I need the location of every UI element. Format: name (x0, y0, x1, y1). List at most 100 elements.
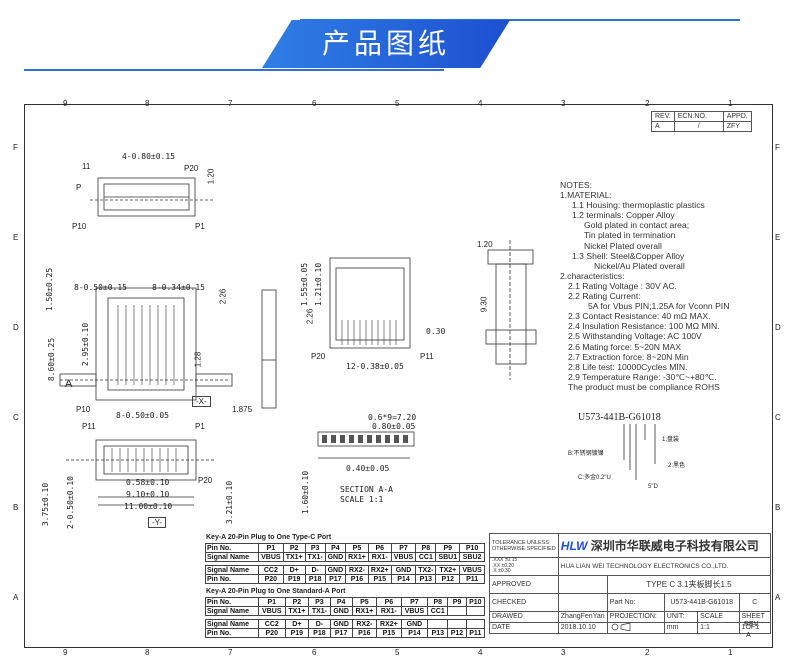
cell: P11 (459, 574, 485, 584)
note-line: 2.3 Contact Resistance: 40 mΩ MAX. (568, 311, 711, 322)
zone-label: 5 (395, 648, 400, 657)
cell: SBU1 (435, 552, 461, 562)
date-label: DATE (489, 621, 559, 634)
cell: GND (390, 565, 417, 575)
cell: P20 (258, 628, 286, 638)
note-line: 5A for Vbus PIN;1.25A for Vconn PIN (588, 301, 730, 312)
cell: P4 (329, 597, 353, 607)
cell: P7 (390, 543, 417, 553)
scale-label: SCALE (697, 610, 740, 623)
unit-label: UNIT: (663, 610, 699, 623)
cell: P2 (284, 597, 310, 607)
approved-label: APPROVED (489, 574, 559, 594)
note-line: 2.5 Withstanding Voltage: AC 100V (568, 331, 702, 342)
dim-label: 0.6*9=7.20 (368, 413, 417, 422)
cell: SBU2 (459, 552, 485, 562)
cell: P2 (282, 543, 306, 553)
note-line: 1.1 Housing: thermoplastic plastics (572, 200, 705, 211)
dim-label: 1.20 (477, 240, 493, 249)
cell: CC2 (258, 619, 286, 629)
cell: RX1+ (345, 552, 369, 562)
zone-label: 2 (645, 648, 650, 657)
cell: VBUS (258, 606, 286, 616)
middle-view-outline (329, 257, 411, 349)
dim-label: 8-0.34±0.15 (152, 283, 205, 292)
cell: TX2+ (435, 565, 461, 575)
drawing-frame (24, 104, 773, 648)
cell: P19 (284, 628, 310, 638)
cell: RX2+ (367, 565, 392, 575)
cell: P18 (308, 628, 331, 638)
part-rev: C (738, 592, 772, 612)
zone-label: 2 (645, 99, 650, 108)
datum-y: -Y- (148, 517, 166, 528)
dim-label: 2.95±0.10 (81, 322, 91, 367)
note-line: 2.7 Extraction force: 8~20N Min (568, 351, 689, 362)
dim-label: 2.26 (218, 288, 228, 305)
zone-label: F (775, 143, 780, 152)
note-line: 1.3 Shell: Steel&Copper Alloy (572, 250, 685, 261)
dim-label: P20 (198, 476, 213, 485)
company-cell: HLW 深圳市华联威电子科技有限公司 (557, 533, 772, 558)
zone-label: C (775, 413, 781, 422)
cell: CC1 (427, 606, 449, 616)
cell: P6 (376, 597, 402, 607)
drawing-title: TYPE C 3.1夹板脚长1.5 (606, 574, 772, 594)
cell: P16 (351, 628, 378, 638)
cell: P14 (400, 628, 429, 638)
tolerance-value: .X ±0.30 (492, 568, 511, 574)
zone-label: 8 (145, 99, 150, 108)
dim-label: A (65, 378, 73, 390)
unit-value: mm (663, 621, 699, 634)
part-code-note: 5"D (648, 484, 658, 490)
cell: Pin No. (205, 597, 259, 607)
cell: D- (304, 565, 326, 575)
zone-label: D (775, 323, 781, 332)
projection-label: PROJECTION: (606, 610, 665, 623)
note-line: 2.characteristics: (560, 270, 625, 281)
zone-label: E (13, 233, 19, 242)
rev-label: REV. (744, 621, 760, 628)
cell: P18 (304, 574, 326, 584)
note-line: NOTES: (560, 180, 592, 190)
cell: Signal Name (205, 552, 259, 562)
front-view-outline (95, 287, 197, 401)
dim-label: P10 (76, 405, 91, 414)
dim-label: 12-0.38±0.05 (346, 362, 404, 371)
note-line: 2.1 Rating Voltage : 30V AC. (568, 280, 677, 291)
top-view-outline (97, 177, 196, 217)
note-line: The product must be compliance ROHS (568, 381, 720, 392)
cell: GND (329, 606, 353, 616)
cell: P3 (304, 543, 326, 553)
drawed-label: DRAWED (489, 610, 559, 623)
cell (465, 606, 486, 616)
part-no-label: Part No: (606, 592, 665, 612)
tolerance-cell: TOLERANCE UNLESS OTHERWISE SPECIFIED (489, 533, 559, 558)
cell: P10 (465, 597, 486, 607)
cell: TX1+ (282, 552, 306, 562)
cell: P14 (390, 574, 417, 584)
cell: P4 (324, 543, 347, 553)
dim-label: 2-0.50±0.10 (65, 476, 75, 529)
cell: RX2- (345, 565, 369, 575)
part-code-note: B:不锈钢镀镍 (568, 451, 604, 457)
zone-label: A (775, 593, 781, 602)
zone-label: 5 (395, 99, 400, 108)
pin-table-c-title: Key-A 20-Pin Plug to One Type-C Port (206, 534, 332, 541)
cell: P3 (308, 597, 331, 607)
company-en: HUA LIAN WEI TECHNOLOGY ELECTRONICS CO.,… (557, 557, 772, 576)
zone-label: 3 (561, 648, 566, 657)
zone-label: B (13, 503, 19, 512)
cell: P13 (427, 628, 449, 638)
projection-symbol (606, 621, 665, 634)
zone-label: 9 (63, 648, 68, 657)
cell: Signal Name (205, 619, 259, 629)
cell: GND (324, 552, 347, 562)
cell: P15 (376, 628, 402, 638)
cell: P17 (329, 628, 353, 638)
part-code-note: 2:黑色 (668, 463, 686, 469)
part-no-value: U573-441B-G61018 (663, 592, 740, 612)
cell: P10 (459, 543, 485, 553)
zone-label: B (775, 503, 781, 512)
